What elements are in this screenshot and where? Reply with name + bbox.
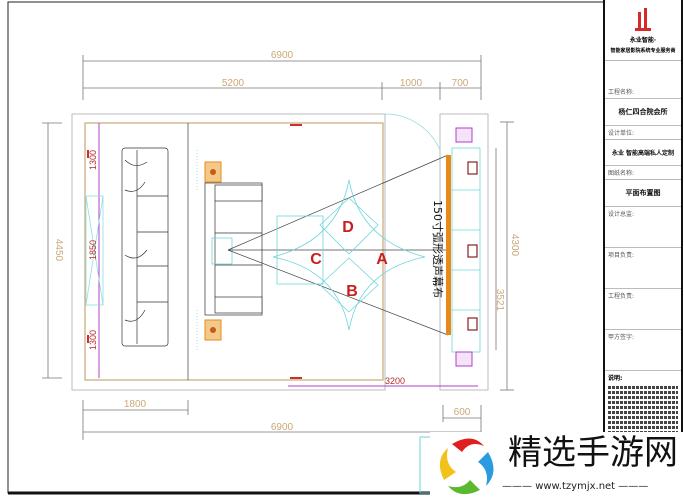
zone-label-b: B: [346, 283, 358, 300]
watermark: 精选手游网 ——— www.tzymjx.net ———: [430, 432, 684, 500]
engineering-lead-label: 工程负责:: [605, 289, 681, 330]
speaker-icon: [204, 161, 222, 183]
projector-icon: [211, 237, 233, 265]
dim-bottom-overall: 6900: [271, 422, 294, 433]
project-name-label: 工程名称:: [605, 85, 681, 99]
dim-left-seg3: 1300: [88, 330, 98, 350]
dim-top-seg3: 700: [452, 78, 469, 89]
projection-screen: [446, 155, 451, 335]
acoustic-zones: [272, 179, 426, 331]
title-block-header: 永业智能· 智能家居影院系统专业服务商: [605, 0, 681, 61]
title-block: 永业智能· 智能家居影院系统专业服务商 工程名称: 杨仁四合院会所 设计单位: …: [603, 0, 683, 500]
front-speakers: [467, 161, 478, 331]
dim-bottom-inner: 3200: [385, 376, 405, 386]
brand-tagline: 智能家居影院系统专业服务商: [610, 48, 676, 54]
wall-markers: [87, 124, 302, 379]
dim-top-overall: 6900: [271, 50, 294, 61]
walls: [71, 113, 489, 391]
cyan-window: [85, 195, 104, 306]
subwoofer-icon: [455, 127, 473, 143]
speaker-icon: [467, 244, 478, 258]
watermark-title: 精选手游网: [508, 433, 678, 473]
client-sign-label: 甲方签字:: [605, 330, 681, 371]
left-dimension: [42, 122, 62, 379]
design-director-label: 设计总监:: [605, 207, 681, 248]
dim-right-overall: 4300: [509, 234, 520, 257]
project-name: 杨仁四合院会所: [605, 99, 681, 126]
front-sofa: [204, 182, 263, 316]
dim-right-inner: 3521: [494, 289, 505, 312]
dim-bottom-right: 600: [454, 407, 471, 418]
watermark-logo-icon: [439, 438, 494, 495]
top-dimensions: [82, 55, 482, 100]
rear-sofa: [121, 147, 169, 347]
dim-top-seg2: 1000: [400, 78, 423, 89]
designer: 永业 智能高端私人定制: [605, 140, 681, 166]
zone-label-d: D: [342, 219, 354, 236]
watermark-url-text: www.tzymjx.net: [535, 481, 616, 492]
bottom-dimensions: [82, 400, 482, 440]
drawing-name-label: 图纸名称:: [605, 166, 681, 180]
zone-label-a: A: [376, 251, 388, 268]
projection-lines: [227, 154, 449, 336]
zone-label-c: C: [310, 251, 322, 268]
zone-labels: D C A B: [310, 219, 388, 300]
speaker-icon: [467, 161, 478, 175]
subwoofers: [455, 127, 473, 367]
watermark-url: ——— www.tzymjx.net ———: [502, 481, 649, 492]
dim-left-seg1: 1300: [88, 150, 98, 170]
right-dimensions: [495, 121, 514, 391]
project-lead-label: 项目负责:: [605, 248, 681, 289]
subwoofer-icon: [455, 351, 473, 367]
speaker-icon: [204, 319, 222, 341]
magenta-dimension-lines: [98, 123, 478, 387]
notes-text: [605, 386, 681, 434]
designer-label: 设计单位:: [605, 126, 681, 140]
dim-left-overall: 4450: [53, 239, 64, 262]
drawing-name: 平面布置图: [605, 180, 681, 207]
dim-left-seg2: 1850: [88, 240, 98, 260]
notes-label: 说明:: [608, 375, 623, 382]
company-logo-icon: [635, 8, 651, 31]
dim-bottom-seg1: 1800: [124, 399, 147, 410]
dim-top-seg1: 5200: [222, 78, 245, 89]
speaker-icon: [467, 317, 478, 331]
screen-label: 150寸弧形透声幕布: [431, 200, 445, 298]
brand-name: 永业智能·: [629, 37, 657, 44]
